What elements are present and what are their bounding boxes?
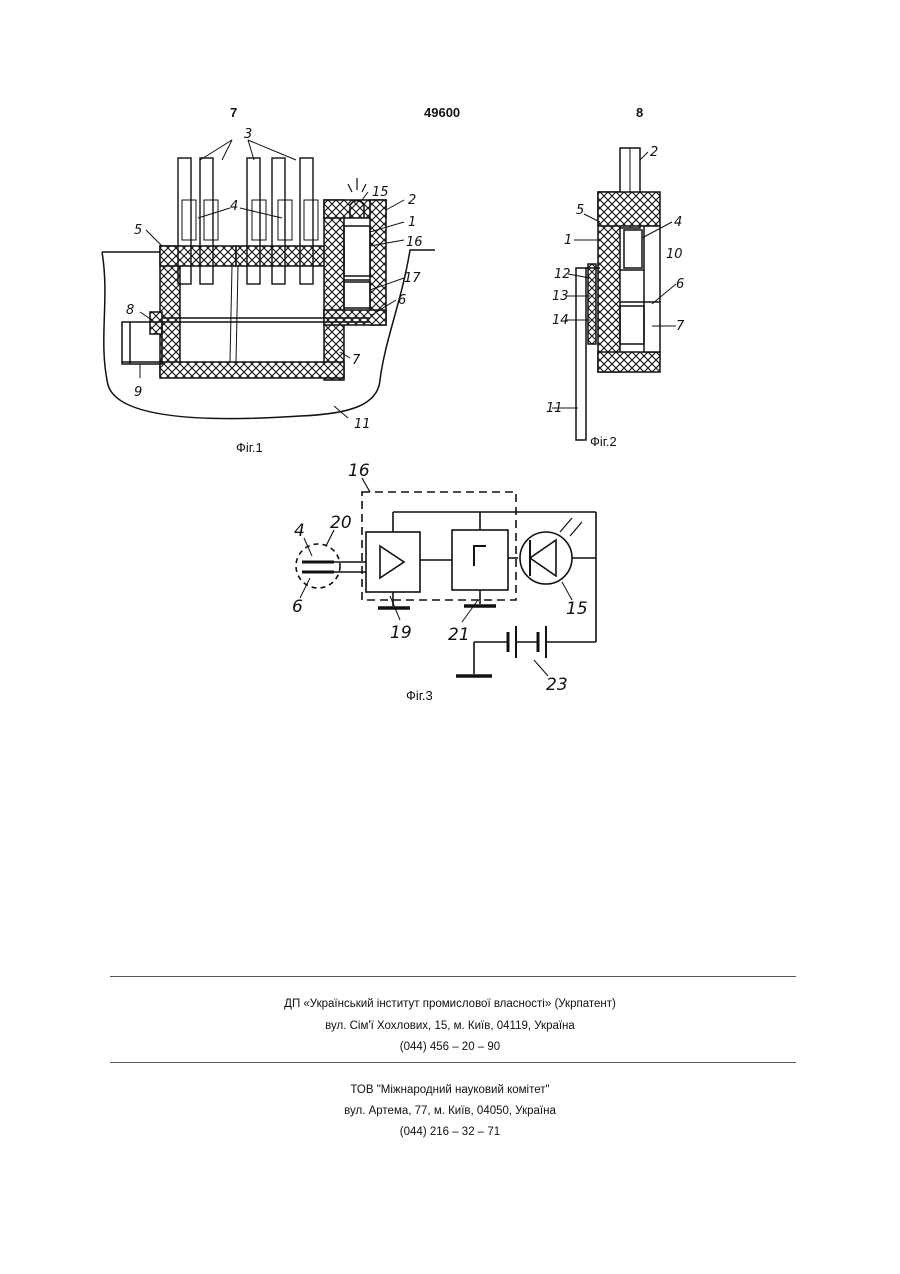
fig2-label-14: 14 [552,313,569,328]
footer-rule-middle [110,1062,796,1063]
fig3-label-23: 23 [546,675,568,695]
fig2-label-13: 13 [552,289,569,304]
figure-2-drawing [552,148,676,440]
fig2-label-4: 4 [674,215,682,230]
fig1-label-3: 3 [244,127,252,142]
fig3-label-19: 19 [390,623,412,643]
fig3-label-15: 15 [566,599,588,619]
fig1-label-1: 1 [408,215,416,230]
fig2-label-1: 1 [564,233,572,248]
footer-org2-name: ТОВ "Міжнародний науковий комітет" [0,1084,900,1096]
fig1-label-5: 5 [134,223,142,238]
fig3-label-16: 16 [348,461,370,481]
fig1-label-9: 9 [134,385,142,400]
fig1-caption: Фіг.1 [236,440,263,455]
footer-org2-address: вул. Артема, 77, м. Київ, 04050, Україна [0,1105,900,1117]
fig2-label-2: 2 [650,145,658,160]
figure-3-drawing [296,478,596,676]
fig1-label-4: 4 [230,199,238,214]
footer-org1-name: ДП «Український інститут промислової вла… [0,998,900,1010]
footer-org1-address: вул. Сім'ї Хохлових, 15, м. Київ, 04119,… [0,1020,900,1032]
figure-1-drawing [102,140,435,419]
fig2-label-12: 12 [554,267,571,282]
fig2-label-11: 11 [546,401,563,416]
fig2-label-5: 5 [576,203,584,218]
footer-rule-top [110,976,796,977]
fig1-label-6: 6 [398,293,406,308]
fig1-label-2: 2 [408,193,416,208]
patent-drawings: 3 4 5 2 1 16 15 17 6 8 9 7 11 [0,0,900,720]
fig2-caption: Фіг.2 [590,434,617,449]
fig2-label-10: 10 [666,247,683,262]
fig3-label-20: 20 [330,513,352,533]
fig1-label-8: 8 [126,303,134,318]
fig2-label-6: 6 [676,277,684,292]
fig2-label-7: 7 [676,319,685,334]
fig3-label-21: 21 [448,625,470,645]
fig1-label-17: 17 [404,271,421,286]
footer-org2-phone: (044) 216 – 32 – 71 [0,1126,900,1138]
fig3-label-6: 6 [292,597,303,617]
fig3-caption: Фіг.3 [406,688,433,703]
fig1-label-11: 11 [354,417,371,432]
footer-org1-phone: (044) 456 – 20 – 90 [0,1041,900,1053]
fig1-label-16: 16 [406,235,423,250]
fig1-label-15: 15 [372,185,389,200]
fig3-label-4: 4 [294,521,305,541]
fig1-label-7: 7 [352,353,361,368]
